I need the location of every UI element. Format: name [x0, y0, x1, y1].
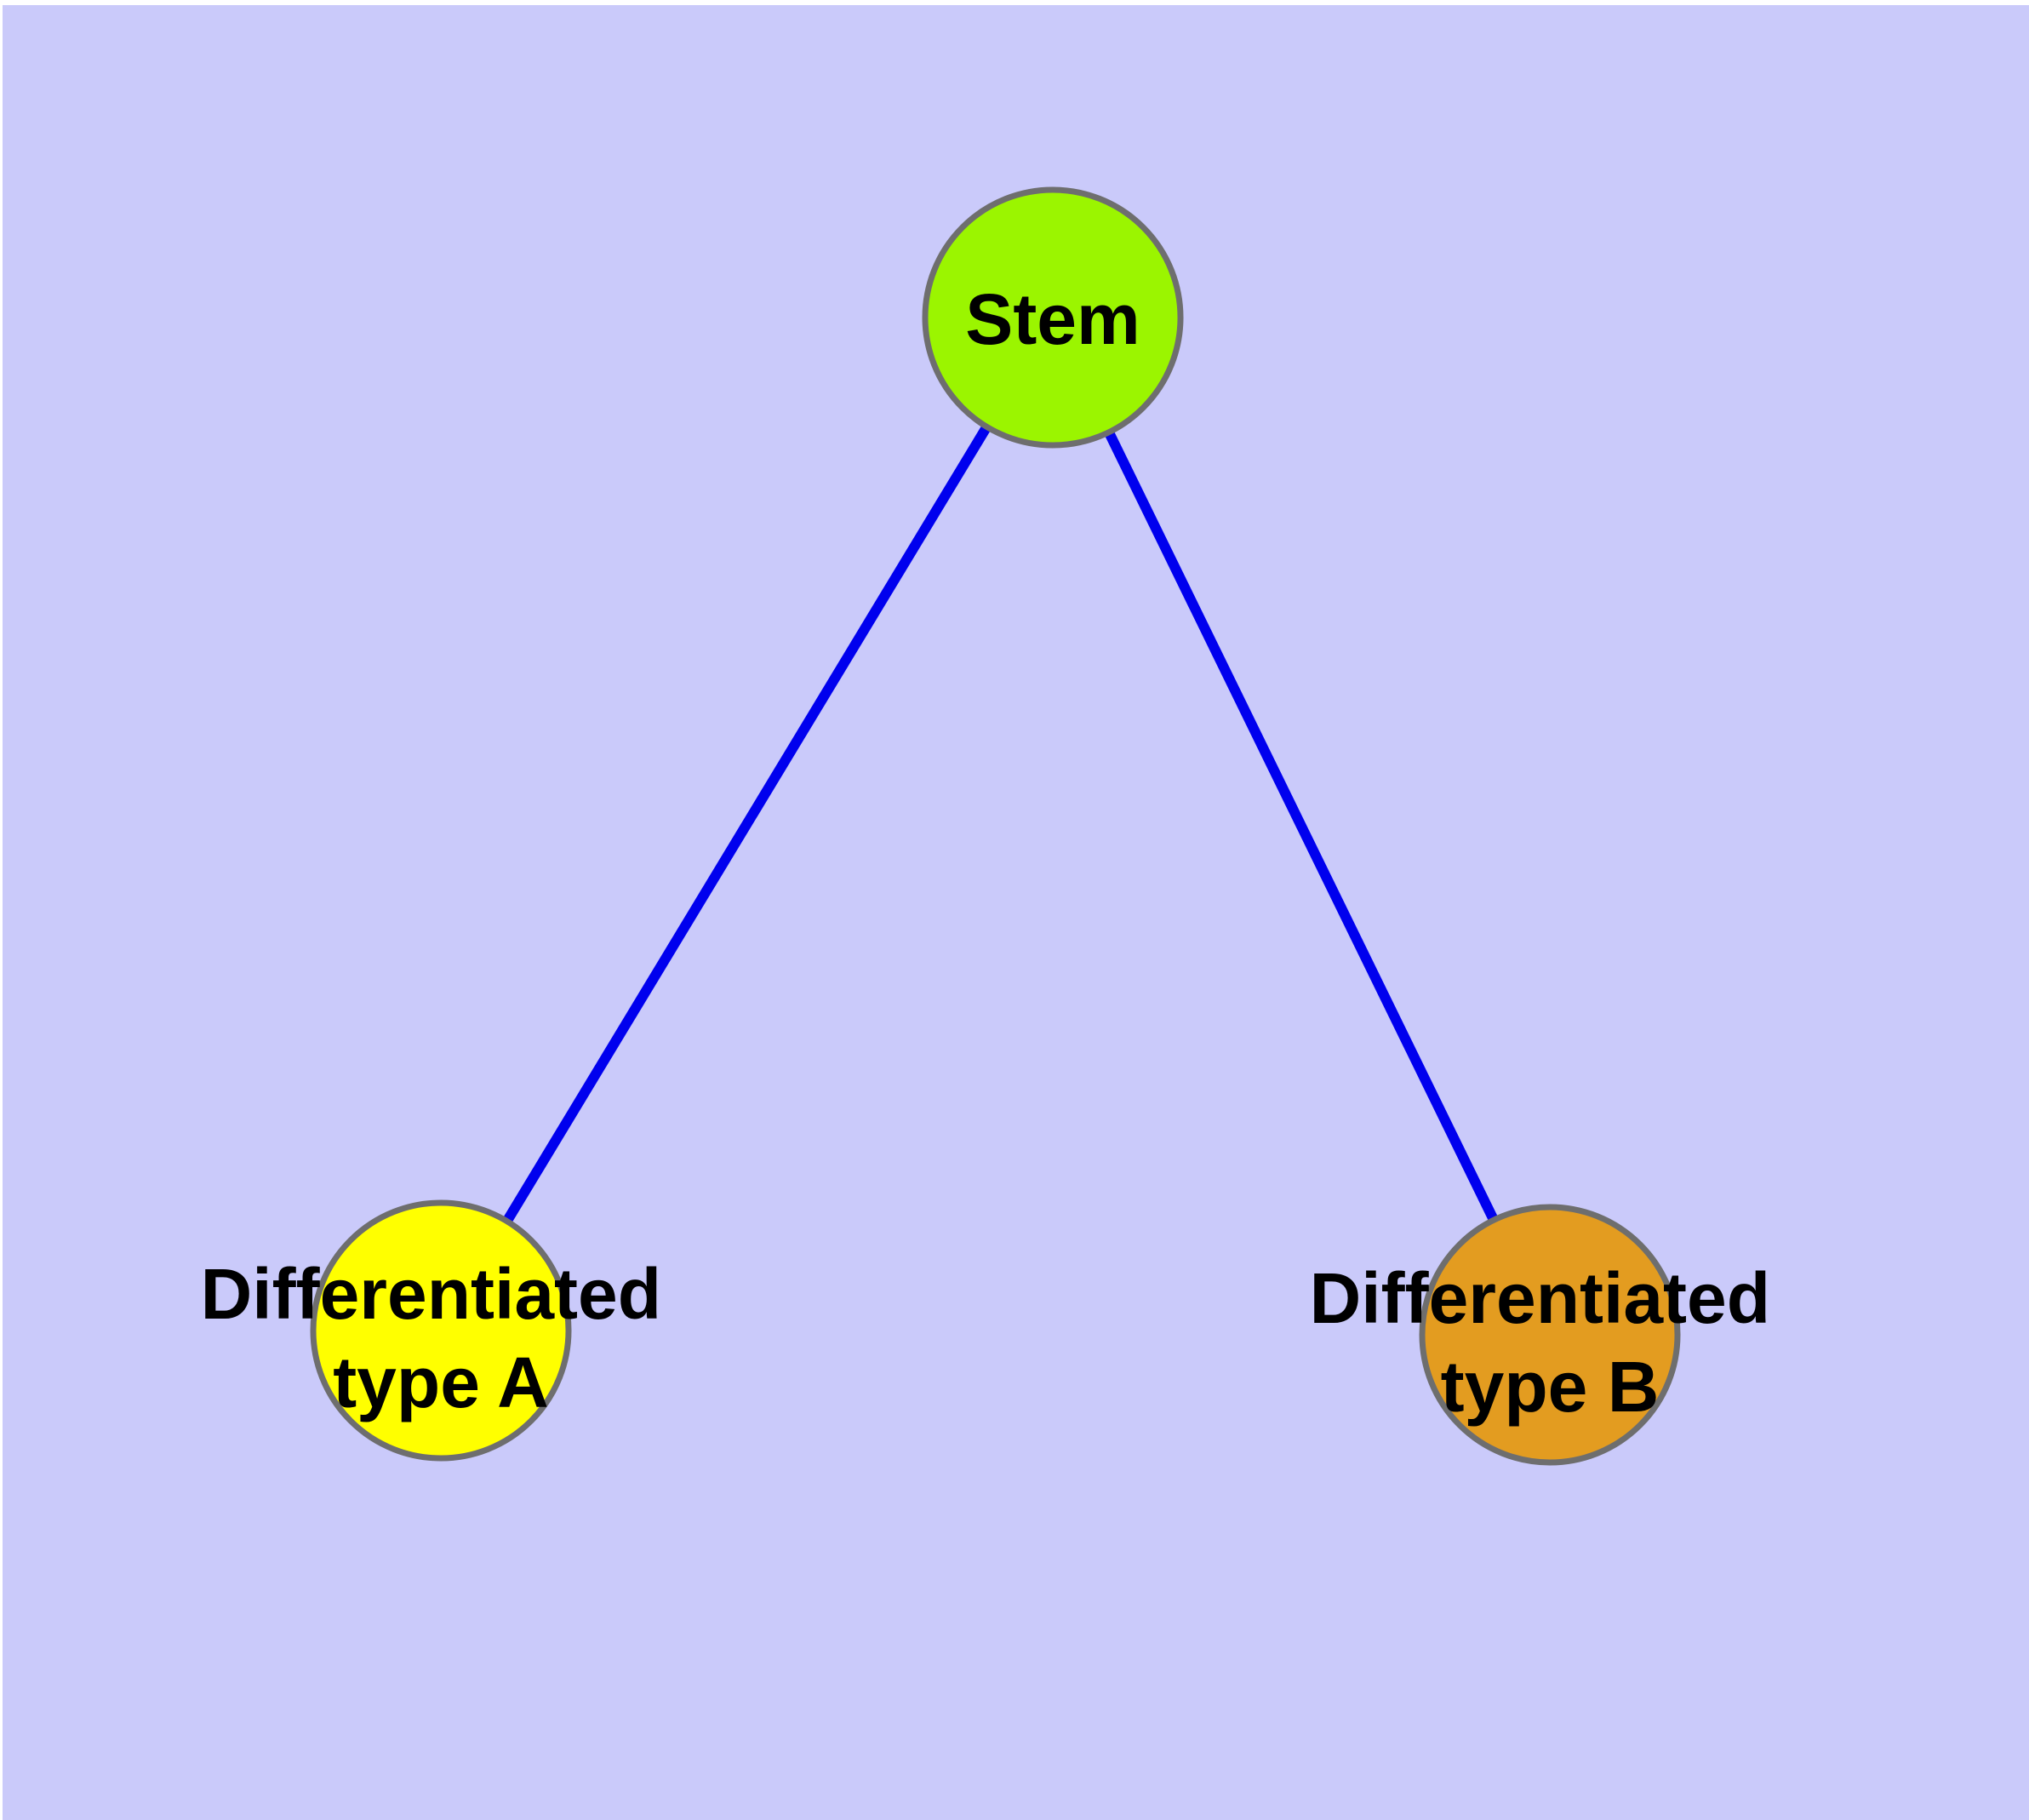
node-differentiated-type-b: [1419, 1204, 1681, 1466]
edge-stem-to-type-a: [436, 314, 1058, 1334]
node-label-type-b-line1: Differentiated: [1310, 1258, 1770, 1338]
edge-stem-to-type-b: [1048, 315, 1555, 1337]
node-label-type-a-line1: Differentiated: [201, 1254, 661, 1334]
node-stem: [922, 186, 1184, 449]
node-label-differentiated-type-b: Differentiated type B: [1310, 1258, 1791, 1427]
node-label-type-a-line2: type A: [333, 1342, 549, 1422]
node-differentiated-type-a: [310, 1199, 572, 1462]
node-label-type-b-line2: type B: [1441, 1347, 1660, 1427]
node-label-stem-line1: Stem: [965, 279, 1140, 359]
node-label-stem: Stem: [965, 279, 1140, 359]
node-label-differentiated-type-a: Differentiated type A: [201, 1254, 682, 1422]
